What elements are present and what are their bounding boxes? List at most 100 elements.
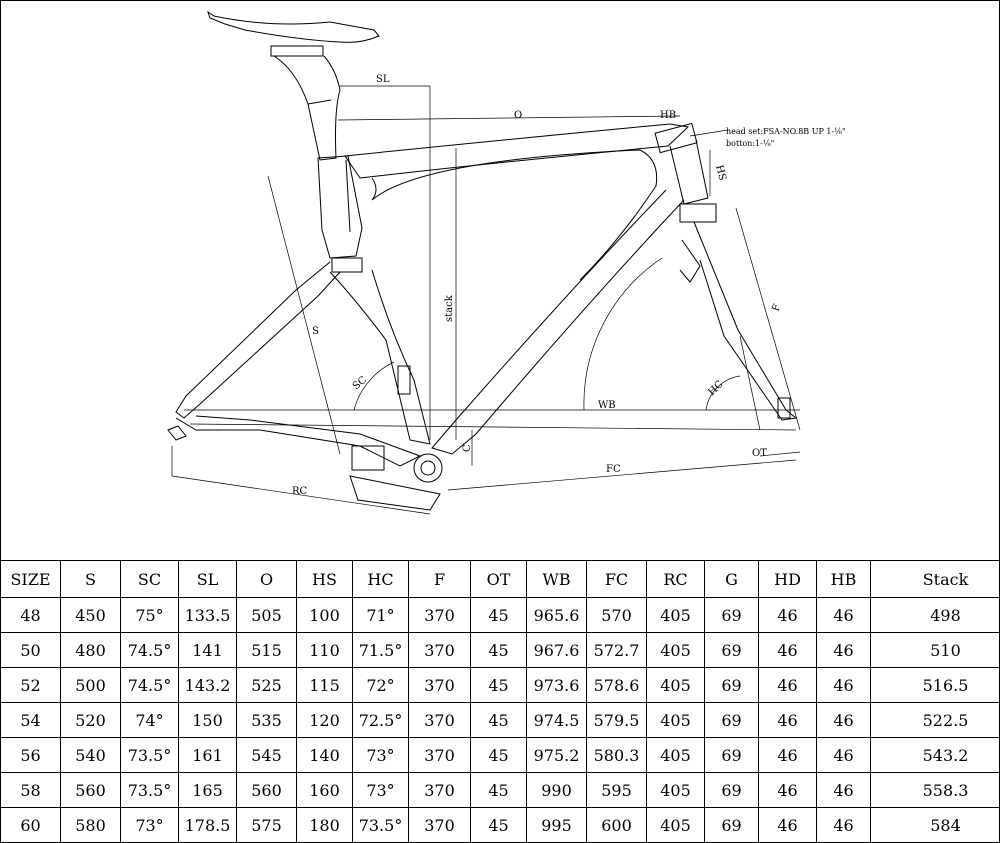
table-cell: 72° [352,667,409,703]
table-cell: 160 [296,772,353,808]
table-cell: 73° [120,807,179,843]
table-cell: 73.5° [120,737,179,773]
table-cell: 75° [120,597,179,633]
table-cell: 522.5 [870,702,1000,738]
table-cell: 480 [60,632,121,668]
table-cell: 540 [60,737,121,773]
table-cell: 56 [0,737,61,773]
table-header-cell: WB [526,560,587,598]
table-cell: 60 [0,807,61,843]
table-cell: 120 [296,702,353,738]
seat-tube-lower [329,269,431,445]
table-cell: 50 [0,632,61,668]
table-cell: 180 [296,807,353,843]
table-header-cell: O [236,560,297,598]
table-cell: 69 [704,597,759,633]
saddle-clamp [270,45,324,57]
table-cell: 405 [646,632,705,668]
table-cell: 525 [236,667,297,703]
table-cell: 133.5 [178,597,237,633]
table-cell: 150 [178,702,237,738]
table-cell: 46 [816,667,871,703]
table-cell: 578.6 [586,667,647,703]
table-header-cell: OT [470,560,527,598]
table-cell: 520 [60,702,121,738]
label-o: O [514,110,522,121]
table-cell: 510 [870,632,1000,668]
table-cell: 73° [352,772,409,808]
table-cell: 515 [236,632,297,668]
frame-geometry-diagram: SL O HB HS F stack S SC WB HC C RC FC OT… [167,10,846,515]
table-cell: 74° [120,702,179,738]
table-cell: 46 [758,667,817,703]
table-cell: 74.5° [120,667,179,703]
table-cell: 69 [704,737,759,773]
table-cell: 370 [408,702,471,738]
table-cell: 405 [646,807,705,843]
table-cell: 141 [178,632,237,668]
saddle-shape [207,10,380,43]
label-f: F [770,303,783,313]
table-header-cell: SIZE [0,560,61,598]
table-cell: 570 [586,597,647,633]
table-cell: 405 [646,667,705,703]
table-cell: 178.5 [178,807,237,843]
bottom-bracket [413,453,443,483]
table-cell: 405 [646,737,705,773]
table-cell: 560 [236,772,297,808]
table-cell: 73.5° [352,807,409,843]
table-cell: 48 [0,597,61,633]
label-ot: OT [752,448,767,459]
table-cell: 46 [816,597,871,633]
table-cell: 110 [296,632,353,668]
label-sl: SL [376,74,390,85]
table-header-cell: FC [586,560,647,598]
label-sc: SC [351,374,369,392]
table-header-cell: G [704,560,759,598]
fork [693,221,798,421]
table-cell: 990 [526,772,587,808]
table-cell: 140 [296,737,353,773]
table-cell: 595 [586,772,647,808]
table-cell: 165 [178,772,237,808]
table-header-cell: SL [178,560,237,598]
table-header-cell: Stack [870,560,1000,598]
table-cell: 575 [236,807,297,843]
table-header-cell: SC [120,560,179,598]
table-cell: 965.6 [526,597,587,633]
table-cell: 558.3 [870,772,1000,808]
label-stack: stack [444,294,455,322]
table-cell: 45 [470,632,527,668]
table-cell: 100 [296,597,353,633]
table-cell: 516.5 [870,667,1000,703]
table-cell: 405 [646,772,705,808]
table-header-cell: RC [646,560,705,598]
table-cell: 46 [758,737,817,773]
table-cell: 46 [816,807,871,843]
table-cell: 498 [870,597,1000,633]
table-cell: 46 [816,737,871,773]
table-cell: 69 [704,632,759,668]
head-tube [654,122,698,154]
table-cell: 45 [470,737,527,773]
table-header-cell: HD [758,560,817,598]
table-cell: 974.5 [526,702,587,738]
table-cell: 500 [60,667,121,703]
table-cell: 370 [408,772,471,808]
table-cell: 52 [0,667,61,703]
table-cell: 46 [758,772,817,808]
table-header-cell: F [408,560,471,598]
table-cell: 450 [60,597,121,633]
table-cell: 535 [236,702,297,738]
label-hb: HB [660,110,676,121]
table-cell: 54 [0,702,61,738]
table-cell: 405 [646,702,705,738]
table-cell: 74.5° [120,632,179,668]
table-cell: 579.5 [586,702,647,738]
table-cell: 46 [758,597,817,633]
